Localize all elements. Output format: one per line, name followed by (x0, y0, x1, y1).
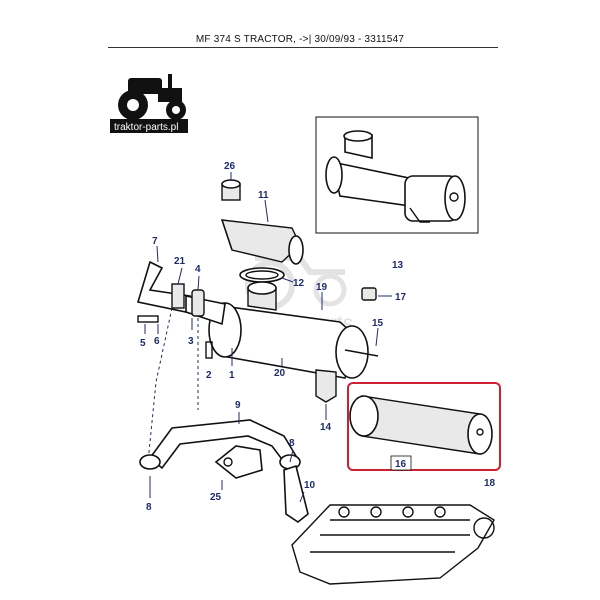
logo-text: traktor-parts.pl (114, 122, 178, 133)
part-2-bolt (205, 341, 213, 359)
callout-9: 9 (235, 400, 241, 411)
callout-8-right: 8 (289, 438, 295, 449)
callout-7: 7 (152, 236, 158, 247)
callout-6: 6 (154, 336, 160, 347)
part-11-pipe (220, 199, 304, 265)
callout-21: 21 (174, 256, 186, 267)
part-21-clamp (171, 267, 205, 330)
callout-18: 18 (484, 478, 496, 489)
callout-12: 12 (293, 278, 305, 289)
site-logo: traktor-parts.pl (110, 74, 188, 133)
callout-11: 11 (258, 190, 269, 201)
callout-3: 3 (188, 336, 194, 347)
part-15-tip (375, 327, 379, 347)
callout-8-left: 8 (146, 502, 152, 513)
part-20-silencer (208, 281, 379, 403)
callout-25: 25 (210, 492, 222, 503)
highlight-box (347, 382, 501, 471)
callout-15: 15 (372, 318, 384, 329)
callout-4: 4 (195, 264, 201, 275)
callout-5: 5 (140, 338, 146, 349)
callout-19: 19 (316, 282, 328, 293)
part-8-clamp (149, 449, 294, 498)
callout-14: 14 (320, 422, 332, 433)
part-10-pipe (283, 464, 309, 523)
part-25-bracket (214, 445, 263, 490)
callout-10: 10 (304, 480, 316, 491)
callout-17: 17 (395, 292, 407, 303)
header-divider (108, 47, 498, 48)
callout-2: 2 (206, 370, 212, 381)
callout-13: 13 (392, 260, 404, 271)
callout-16: 16 (395, 459, 407, 470)
part-13-detail (315, 116, 479, 234)
page-title: MF 374 S TRACTOR, ->| 30/09/93 - 3311547 (195, 34, 405, 45)
part-16-muffler (347, 382, 501, 471)
engine-block (291, 504, 495, 585)
callout-1: 1 (229, 370, 235, 381)
tractor-icon (118, 74, 186, 120)
part-17-nut (361, 287, 392, 301)
part-5-bolt (137, 315, 159, 334)
part-26-cap (221, 172, 241, 201)
callout-26: 26 (224, 161, 236, 172)
callout-20: 20 (274, 368, 286, 379)
callouts: 26 11 13 7 21 4 12 19 17 15 5 6 3 2 1 20… (140, 161, 496, 513)
